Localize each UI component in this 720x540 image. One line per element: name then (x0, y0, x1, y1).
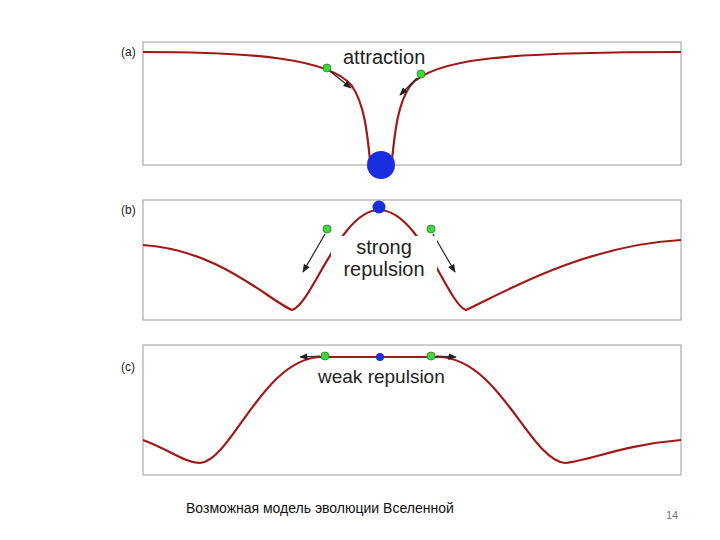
panel-letter: (b) (121, 203, 136, 217)
process-label: strong repulsion (331, 236, 437, 280)
potential-curves (143, 52, 681, 463)
process-label: attraction (340, 45, 428, 69)
page-number: 14 (666, 509, 678, 522)
panel-letter: (a) (121, 45, 136, 59)
particles (321, 64, 435, 361)
panel-frames (143, 42, 681, 475)
panel-letter: (c) (121, 360, 135, 374)
caption: Возможная модель эволюции Вселенной (186, 500, 454, 517)
process-label: weak repulsion (315, 366, 448, 389)
motion-arrows (300, 72, 456, 357)
